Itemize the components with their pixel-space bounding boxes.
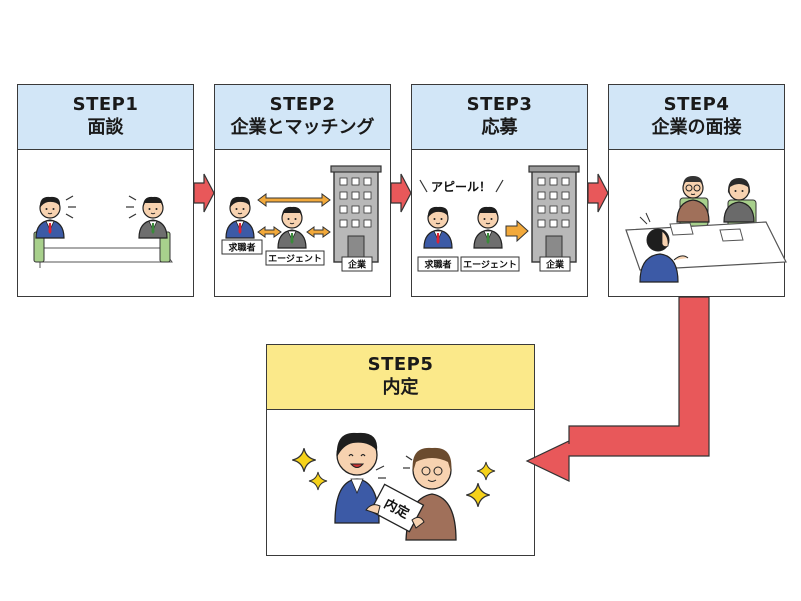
flow-arrow-4-5: [525, 296, 710, 482]
step-2-agent-tag: エージェント: [268, 254, 322, 265]
step-2-label: STEP2: [269, 94, 336, 115]
flow-arrow-2-3: [390, 173, 412, 213]
step-3-agent-tag: エージェント: [463, 260, 517, 271]
step-2-title: 企業とマッチング: [230, 117, 375, 138]
step-2-company-tag: 企業: [347, 259, 367, 271]
step-3-header: STEP3 応募: [412, 85, 587, 150]
step-3-company-tag: 企業: [545, 259, 565, 271]
step-1-title: 面談: [87, 117, 124, 138]
step-2-illustration: 求職者 エージェント 企業: [221, 165, 382, 272]
step-4-title: 企業の面接: [651, 117, 742, 138]
step-1-header: STEP1 面談: [18, 85, 193, 150]
step-1-illustration: [33, 195, 173, 268]
step-2-job-seeker-tag: 求職者: [228, 242, 255, 254]
step-3-illustration: アピール！ 求職者 エージェント 企業: [417, 165, 580, 272]
step-4-header: STEP4 企業の面接: [609, 85, 784, 150]
step-2-header: STEP2 企業とマッチング: [215, 85, 390, 150]
step-5-header: STEP5 内定: [267, 345, 534, 410]
flow-arrow-3-4: [587, 173, 609, 213]
step-4-illustration: [625, 176, 787, 283]
step-5-label: STEP5: [367, 354, 434, 375]
step-5-title: 内定: [382, 377, 419, 398]
flow-arrow-1-2: [193, 173, 215, 213]
step-5-illustration: 内定: [291, 432, 496, 541]
step-3-appeal-text: アピール！: [431, 180, 491, 194]
step-3-label: STEP3: [466, 94, 533, 115]
step-1-label: STEP1: [72, 94, 139, 115]
step-3-title: 応募: [481, 117, 518, 138]
step-4-label: STEP4: [663, 94, 730, 115]
step-3-job-seeker-tag: 求職者: [424, 259, 451, 271]
